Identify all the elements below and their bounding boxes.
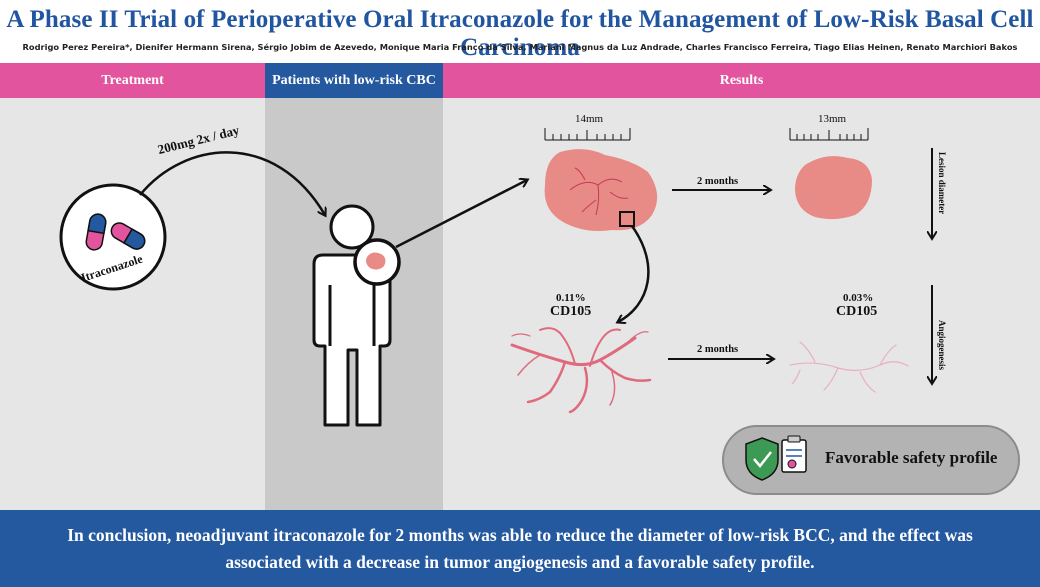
author-list: Rodrigo Perez Pereira*, Dienifer Hermann… (22, 42, 1018, 52)
person-silhouette-icon (312, 204, 392, 427)
poster-title: A Phase II Trial of Perioperative Oral I… (6, 6, 1034, 61)
cd105-before-label: CD105 (550, 304, 592, 319)
interval-label-lesion: 2 months (697, 176, 739, 187)
cd105-after-label: CD105 (836, 304, 878, 319)
safety-profile-label: Favorable safety profile (825, 448, 998, 467)
cd105-after-pct: 0.03% (843, 292, 874, 304)
conclusion-banner: In conclusion, neoadjuvant itraconazole … (0, 510, 1040, 587)
clipboard-icon (781, 435, 807, 473)
capsule-icon (85, 212, 108, 251)
header-results: Results (443, 63, 1040, 98)
angiogenesis-axis-label: Angiogenesis (937, 320, 947, 371)
vessels-before (510, 327, 652, 414)
ruler-after (789, 128, 869, 141)
itraconazole-badge: Itraconazole (59, 183, 167, 291)
arrow-to-results (395, 180, 527, 249)
shield-check-icon (745, 437, 779, 481)
lesion-diameter-axis-label: Lesion diameter (937, 152, 947, 215)
lesion-before (544, 149, 658, 231)
lesion-zoom (353, 238, 401, 286)
cd105-before-pct: 0.11% (556, 292, 586, 304)
capsule-icon (110, 222, 146, 250)
vessels-after (789, 341, 909, 393)
header-treatment: Treatment (0, 63, 265, 98)
arrow-zoom-vessels (618, 225, 650, 322)
size-after-label: 13mm (818, 113, 847, 125)
header-patients: Patients with low-risk CBC (265, 63, 443, 98)
treatment-panel (0, 98, 265, 510)
size-before-label: 14mm (575, 113, 604, 125)
arrow-to-patient (139, 151, 325, 215)
ruler-before (544, 128, 631, 141)
interval-label-vessels: 2 months (697, 344, 739, 355)
lesion-after (795, 156, 872, 220)
